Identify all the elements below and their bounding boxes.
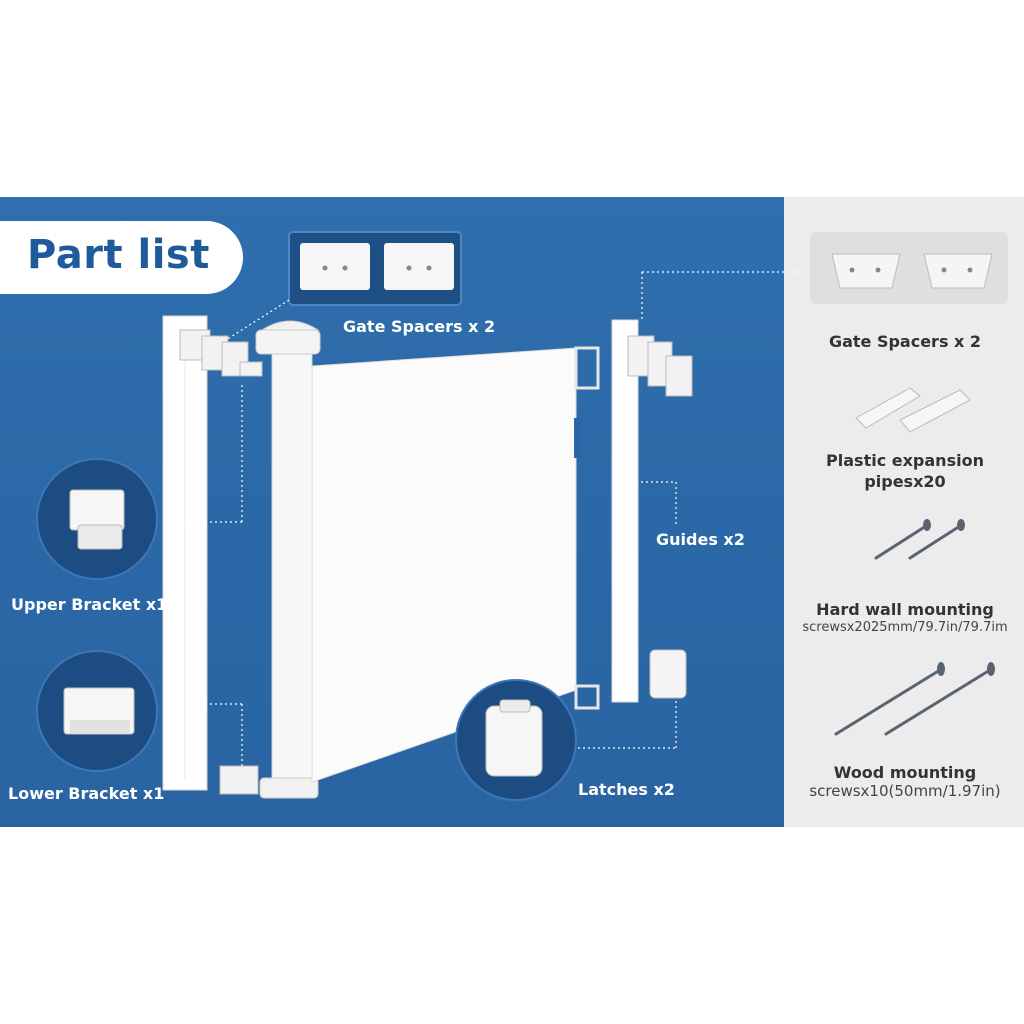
side-item-expansion-pipes: Plastic expansion <box>826 451 984 470</box>
retractable-gate-icon <box>255 320 600 799</box>
upper-bracket-label: Upper Bracket x1 <box>11 595 168 614</box>
side-item-expansion-pipes-qty: pipesx20 <box>864 472 946 491</box>
latch-icon <box>649 649 687 699</box>
expansion-pipe-icon <box>855 387 971 433</box>
upper-bracket-icon <box>36 458 158 580</box>
side-item-wood-screws: Wood mounting <box>833 763 977 782</box>
title-pill <box>0 221 243 294</box>
wood-screw-icon <box>834 662 995 736</box>
connector-lines <box>170 271 808 766</box>
lower-bracket-icon <box>36 650 158 772</box>
guides-label: Guides x2 <box>656 530 745 549</box>
gate-spacer-icon <box>288 231 462 306</box>
side-item-hard-wall-screws-qty: screwsx2025mm/79.7in/79.7im <box>802 620 1008 635</box>
gate-spacers-label: Gate Spacers x 2 <box>343 317 496 336</box>
side-item-wood-screws-qty: screwsx10(50mm/1.97in) <box>809 782 1001 800</box>
gate-spacer-icon <box>810 232 1008 304</box>
lower-bracket-label: Lower Bracket x1 <box>8 784 165 803</box>
page-title: Part list <box>27 232 210 278</box>
side-item-gate-spacers: Gate Spacers x 2 <box>828 332 982 351</box>
side-item-hard-wall-screws: Hard wall mounting <box>816 600 994 619</box>
guide-rail-icon <box>162 315 263 795</box>
guide-rail-icon <box>611 319 693 703</box>
latches-label: Latches x2 <box>578 780 675 799</box>
latch-icon <box>455 679 577 801</box>
hard-wall-screw-icon <box>874 519 965 560</box>
